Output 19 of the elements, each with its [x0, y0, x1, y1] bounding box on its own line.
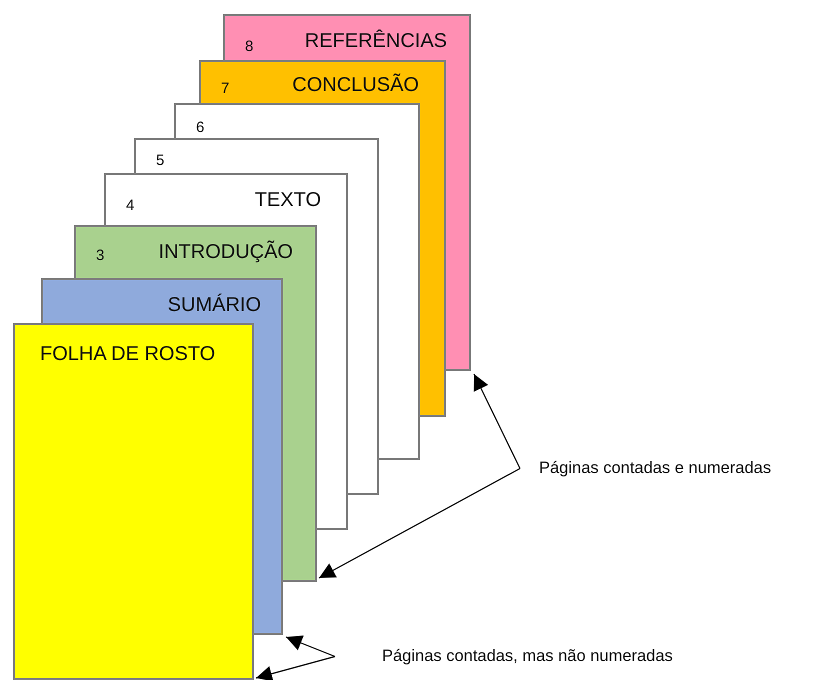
section-title: FOLHA DE ROSTO	[40, 343, 216, 366]
page-number: 4	[126, 197, 134, 214]
section-title: INTRODUÇÃO	[158, 241, 293, 264]
annotation-text: Páginas contadas, mas não numeradas	[335, 647, 673, 666]
section-title: CONCLUSÃO	[292, 74, 419, 97]
page-number: 7	[221, 80, 230, 97]
arrow	[473, 374, 521, 469]
page-sheet	[13, 323, 254, 680]
page-number: 8	[245, 38, 254, 55]
page-number: 3	[96, 247, 104, 264]
page-number: 6	[196, 119, 204, 136]
arrow	[318, 468, 520, 579]
section-title: REFERÊNCIAS	[304, 30, 447, 53]
arrow	[286, 635, 336, 658]
section-title: SUMÁRIO	[168, 294, 261, 317]
annotation-text: Páginas contadas e numeradas	[520, 459, 772, 478]
arrow	[256, 656, 336, 680]
section-title: TEXTO	[254, 189, 321, 212]
page-number: 5	[156, 152, 164, 169]
